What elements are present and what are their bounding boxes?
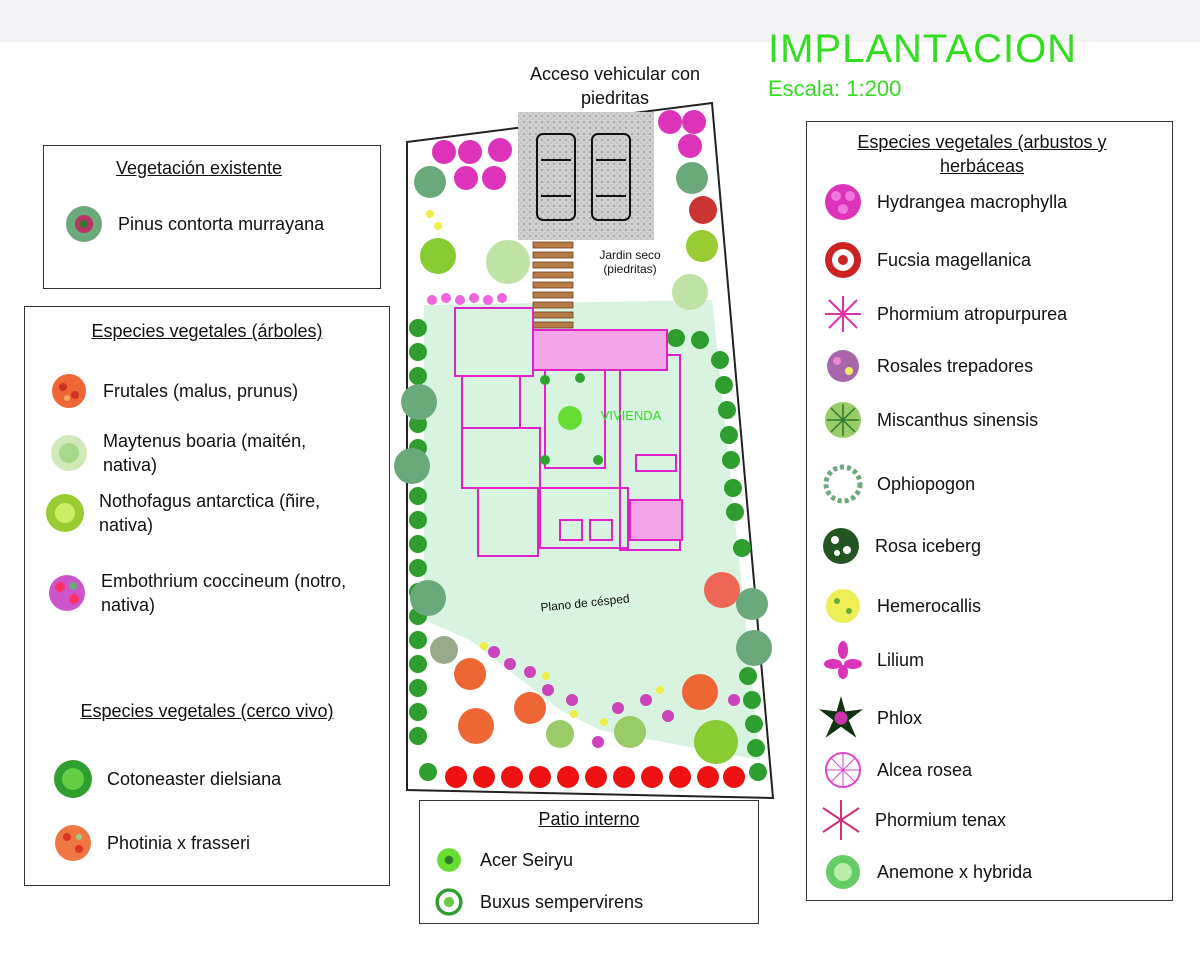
driveway-gravel bbox=[518, 112, 654, 240]
legend-label: Anemone x hybrida bbox=[877, 862, 1033, 882]
legend-label: Fucsia magellanica bbox=[877, 250, 1032, 270]
legend-item: Hemerocallis bbox=[823, 586, 981, 626]
bottom-flower-row bbox=[445, 766, 745, 788]
legend-item: Hydrangea macrophylla bbox=[823, 182, 1067, 222]
alcea-icon bbox=[825, 752, 861, 788]
patio-plants bbox=[540, 373, 603, 465]
legend-existing-title: Vegetación existente bbox=[115, 158, 283, 178]
legend-label: Phlox bbox=[877, 708, 923, 728]
legend-item: Maytenus boaria (maitén, nativa) bbox=[49, 429, 349, 477]
legend-item: Nothofagus antarctica (ñire, nativa) bbox=[45, 489, 345, 537]
legend-item: Fucsia magellanica bbox=[823, 240, 1031, 280]
legend-label: Ophiopogon bbox=[877, 474, 976, 494]
legend-item: Embothrium coccineum (notro, nativa) bbox=[47, 569, 347, 617]
lawn-area bbox=[424, 300, 760, 760]
legend-label: Nothofagus antarctica (ñire, nativa) bbox=[99, 491, 321, 535]
legend-label: Alcea rosea bbox=[877, 760, 973, 780]
legend-trees: Especies vegetales (árboles) Frutales (m… bbox=[24, 306, 390, 886]
legend-label: Rosales trepadores bbox=[877, 356, 1034, 376]
anemone-icon bbox=[826, 855, 860, 889]
legend-label: Frutales (malus, prunus) bbox=[103, 381, 299, 401]
legend-existing: Vegetación existente Pinus contorta murr… bbox=[43, 145, 381, 289]
legend-label: Pinus contorta murrayana bbox=[118, 214, 325, 234]
legend-label: Hemerocallis bbox=[877, 596, 982, 616]
tree-group bbox=[394, 162, 772, 764]
legend-item: Anemone x hybrida bbox=[823, 852, 1032, 892]
buxus-icon bbox=[435, 888, 463, 916]
rose-climber-icon bbox=[827, 350, 859, 382]
legend-item: Pinus contorta murrayana bbox=[64, 204, 324, 244]
legend-label: Photinia x frasseri bbox=[107, 833, 251, 853]
legend-item: Phlox bbox=[819, 696, 922, 740]
legend-trees-title: Especies vegetales (árboles) bbox=[91, 321, 323, 341]
hedge-right bbox=[667, 329, 767, 781]
notro-icon bbox=[49, 575, 85, 611]
legend-item: Frutales (malus, prunus) bbox=[49, 371, 298, 411]
top-bar bbox=[0, 0, 1200, 42]
legend-shrubs-title: Especies vegetales (arbustos y herbáceas bbox=[857, 132, 1107, 176]
yellow-flowers bbox=[426, 210, 664, 726]
legend-item: Rosales trepadores bbox=[823, 346, 1033, 386]
flower-bed-bottom bbox=[488, 646, 740, 748]
legend-item: Alcea rosea bbox=[823, 750, 972, 790]
legend-label: Buxus sempervirens bbox=[480, 892, 644, 912]
legend-patio-title: Patio interno bbox=[538, 809, 640, 829]
legend-label: Lilium bbox=[877, 650, 925, 670]
legend-item: Phormium atropurpurea bbox=[823, 294, 1067, 334]
car-icon bbox=[591, 133, 631, 221]
fruit-tree-icon bbox=[52, 374, 86, 408]
legend-item: Lilium bbox=[823, 640, 924, 680]
legend-patio: Patio interno Acer Seiryu Buxus sempervi… bbox=[419, 800, 759, 924]
hemerocallis-icon bbox=[826, 589, 860, 623]
legend-label: Miscanthus sinensis bbox=[877, 410, 1039, 430]
fucsia-icon bbox=[825, 242, 861, 278]
house-label: VIVIENDA bbox=[600, 408, 662, 423]
legend-item: Ophiopogon bbox=[823, 464, 975, 504]
legend-label: Rosa iceberg bbox=[875, 536, 982, 556]
phormium-tenax-icon bbox=[822, 800, 860, 840]
legend-label: Embothrium coccineum (notro, nativa) bbox=[101, 571, 347, 615]
legend-item: Cotoneaster dielsiana bbox=[53, 759, 281, 799]
legend-item: Rosa iceberg bbox=[821, 526, 981, 566]
legend-label: Phormium atropurpurea bbox=[877, 304, 1068, 324]
legend-label: Phormium tenax bbox=[875, 810, 1007, 830]
phlox-icon bbox=[819, 696, 863, 738]
legend-label: Hydrangea macrophylla bbox=[877, 192, 1068, 212]
legend-hedge-title: Especies vegetales (cerco vivo) bbox=[80, 701, 334, 721]
pine-icon bbox=[66, 206, 102, 242]
cotoneaster-icon bbox=[54, 760, 92, 798]
legend-shrubs: Especies vegetales (arbustos y herbáceas… bbox=[806, 121, 1173, 901]
nire-icon bbox=[46, 494, 84, 532]
acer-icon bbox=[437, 848, 461, 872]
maiten-icon bbox=[51, 435, 87, 471]
lilium-icon bbox=[824, 641, 862, 679]
flower-border bbox=[427, 293, 507, 305]
hydrangea-cluster bbox=[432, 110, 706, 190]
phormium-atro-icon bbox=[825, 296, 861, 332]
rosa-iceberg-icon bbox=[823, 528, 859, 564]
plan-scale: Escala: 1:200 bbox=[768, 76, 902, 101]
legend-item: Miscanthus sinensis bbox=[823, 400, 1038, 440]
plan-title: IMPLANTACION bbox=[768, 27, 1078, 68]
legend-item: Acer Seiryu bbox=[432, 843, 573, 877]
legend-item: Buxus sempervirens bbox=[432, 885, 643, 919]
car-icon bbox=[536, 133, 576, 221]
ophiopogon-icon bbox=[823, 464, 863, 504]
legend-item: Photinia x frasseri bbox=[53, 823, 250, 863]
legend-label: Acer Seiryu bbox=[480, 850, 574, 870]
legend-label: Maytenus boaria (maitén, nativa) bbox=[103, 431, 307, 475]
access-label: Acceso vehicular con piedritas bbox=[529, 64, 701, 108]
photinia-icon bbox=[55, 825, 91, 861]
miscanthus-icon bbox=[825, 402, 861, 438]
dry-garden-label: Jardin seco (piedritas) bbox=[599, 248, 661, 276]
legend-label: Cotoneaster dielsiana bbox=[107, 769, 282, 789]
legend-item: Phormium tenax bbox=[821, 800, 1006, 840]
hydrangea-icon bbox=[825, 184, 861, 220]
